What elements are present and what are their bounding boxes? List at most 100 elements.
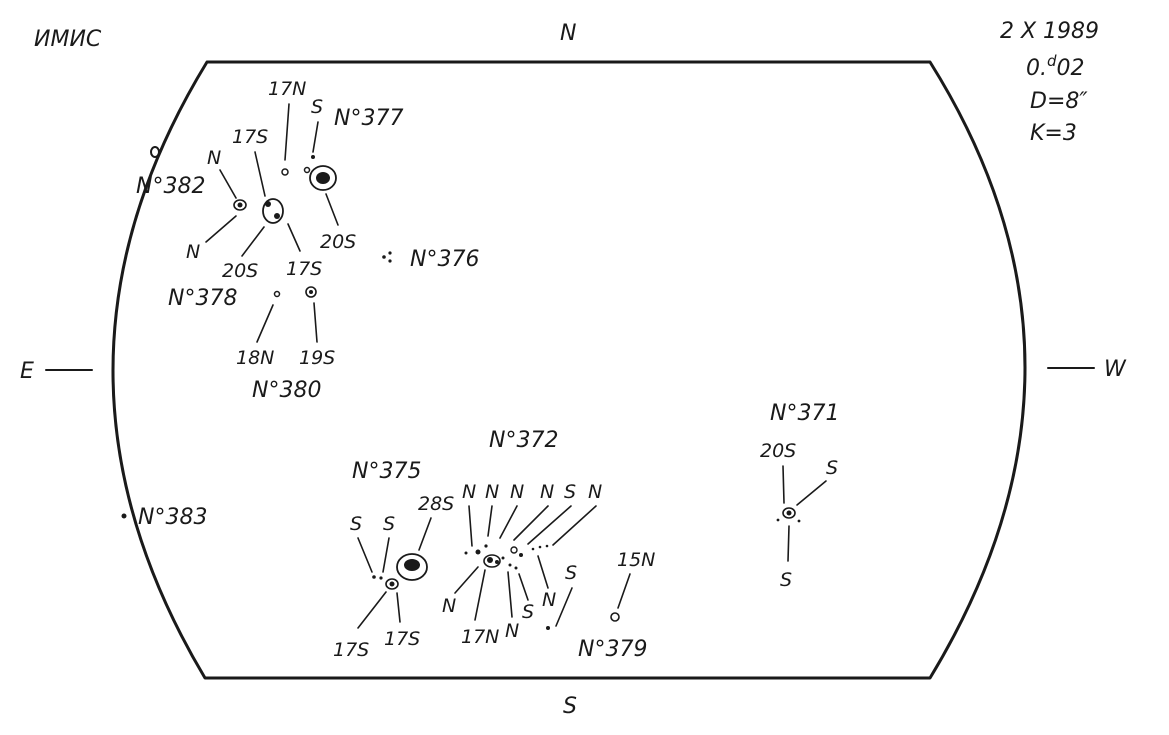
pointer — [418, 517, 432, 551]
spot-372-main — [483, 554, 501, 568]
polarity-18n-380: 18N — [236, 347, 274, 369]
polarity-19s-380: 19S — [299, 347, 335, 369]
spot-378-penumbra — [262, 198, 284, 224]
group-label-382: N°382 — [136, 174, 205, 199]
polarity-n-378-top: N — [207, 147, 221, 169]
spot — [233, 199, 247, 211]
spot-377-umbra — [316, 172, 330, 184]
spot — [508, 563, 512, 567]
pointer — [782, 465, 785, 504]
spot — [281, 168, 289, 176]
pointer — [357, 537, 373, 573]
pointer — [454, 566, 479, 594]
spot — [237, 202, 243, 208]
spot — [274, 213, 280, 219]
spot — [372, 575, 376, 579]
polarity-s-377: S — [311, 96, 323, 118]
polarity-15n-379: 15N — [617, 549, 655, 571]
pointer — [796, 480, 827, 506]
pointer — [219, 169, 237, 199]
spot-375 — [385, 578, 399, 590]
pointer — [312, 121, 319, 153]
group-label-379: N°379 — [578, 637, 647, 662]
pointer — [287, 223, 301, 252]
polarity-17n-372: 17N — [461, 626, 499, 648]
spot — [388, 251, 392, 255]
spot — [388, 259, 392, 263]
polarity-20s-378: 20S — [222, 260, 258, 282]
polarity-n-372-4: N — [540, 481, 554, 503]
pointer — [617, 573, 631, 609]
polarity-n-372-8: N — [542, 589, 556, 611]
pointer — [254, 151, 266, 197]
group-label-378: N°378 — [168, 286, 237, 311]
pointer — [205, 215, 237, 243]
pointer — [787, 525, 790, 562]
spot — [514, 566, 518, 570]
pointer — [507, 571, 513, 618]
spot — [797, 519, 801, 523]
group-label-371: N°371 — [770, 401, 839, 426]
observatory-label: ИМИС — [34, 27, 102, 52]
polarity-s-372-2: S — [522, 601, 534, 623]
pointer — [487, 505, 493, 537]
polarity-17s-378-b: 17S — [286, 258, 322, 280]
pointer — [513, 505, 549, 541]
spot — [311, 155, 315, 159]
polarity-20s-377: 20S — [320, 231, 356, 253]
polarity-n-372-6: N — [442, 595, 456, 617]
group-label-375: N°375 — [352, 459, 421, 484]
spot — [389, 581, 395, 587]
pointer — [284, 103, 290, 161]
polarity-n-372-3: N — [510, 481, 524, 503]
polarity-28s-375: 28S — [418, 493, 454, 515]
pointer — [555, 587, 573, 627]
spot-380 — [305, 286, 317, 298]
time-fraction: 0.d02 — [1026, 52, 1085, 81]
polarity-s-372-1: S — [564, 481, 576, 503]
spot-383 — [121, 513, 127, 519]
spot — [464, 551, 468, 555]
spot — [379, 576, 383, 580]
spot-379 — [610, 612, 620, 622]
spot — [519, 553, 523, 557]
group-label-380: N°380 — [252, 378, 321, 403]
polarity-s-372-3: S — [565, 562, 577, 584]
pointer — [241, 226, 265, 257]
compass-south: S — [563, 694, 577, 719]
date-label: 2 X 1989 — [1000, 19, 1099, 44]
spot — [495, 560, 499, 564]
spot-371 — [782, 507, 796, 519]
spot — [776, 518, 780, 522]
pointer — [256, 304, 274, 343]
pointer — [313, 302, 318, 343]
k-label: K=3 — [1030, 121, 1077, 146]
spot-375-big-penumbra — [396, 553, 428, 581]
polarity-n-372-1: N — [462, 481, 476, 503]
pointer — [499, 505, 518, 539]
pointer — [396, 592, 401, 623]
spot — [546, 626, 550, 630]
polarity-s-371-top: S — [826, 457, 838, 479]
polarity-n-372-5: N — [588, 481, 602, 503]
spot — [501, 556, 505, 560]
compass-north: N — [560, 21, 576, 46]
pointer — [474, 569, 486, 621]
pointer — [468, 505, 473, 547]
spot — [531, 547, 535, 551]
pointer — [537, 555, 549, 589]
pointer — [518, 573, 529, 601]
polarity-17s-375-a: 17S — [333, 639, 369, 661]
compass-east: E — [20, 359, 34, 384]
spot — [475, 549, 481, 555]
spot — [273, 290, 281, 298]
spot — [382, 255, 386, 259]
pointer — [527, 505, 572, 545]
compass-west: W — [1104, 357, 1127, 382]
polarity-17s-375-b: 17S — [384, 628, 420, 650]
pointer — [382, 537, 390, 573]
spot — [484, 544, 488, 548]
spot-377-penumbra — [309, 165, 337, 191]
group-label-372: N°372 — [489, 428, 558, 453]
